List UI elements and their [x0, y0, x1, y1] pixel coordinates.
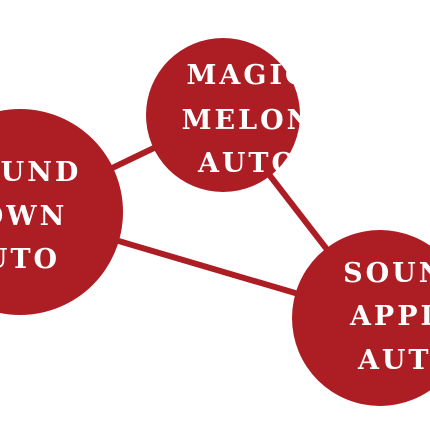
node-sound-apple-circle	[292, 230, 430, 406]
node-round-town-line-1: ROUND	[0, 157, 81, 188]
node-sound-apple-line-3: AUTO	[357, 345, 430, 376]
node-magic-melon-line-1: MAGIC	[186, 60, 309, 91]
node-round-town: ROUND TOWN AUTO	[0, 109, 123, 315]
node-sound-apple-line-1: SOUND	[343, 258, 430, 289]
node-magic-melon-line-3: AUTO	[197, 148, 298, 179]
node-magic-melon-circle	[146, 38, 300, 192]
node-magic-melon: MAGIC MELON AUTO	[146, 38, 315, 192]
node-round-town-line-2: TOWN	[0, 201, 67, 232]
node-magic-melon-line-2: MELON	[182, 105, 315, 136]
node-round-town-circle	[0, 109, 123, 315]
node-round-town-line-3: AUTO	[0, 244, 60, 275]
node-sound-apple: SOUND APPLE AUTO	[292, 230, 430, 406]
node-sound-apple-line-2: APPLE	[349, 301, 430, 332]
